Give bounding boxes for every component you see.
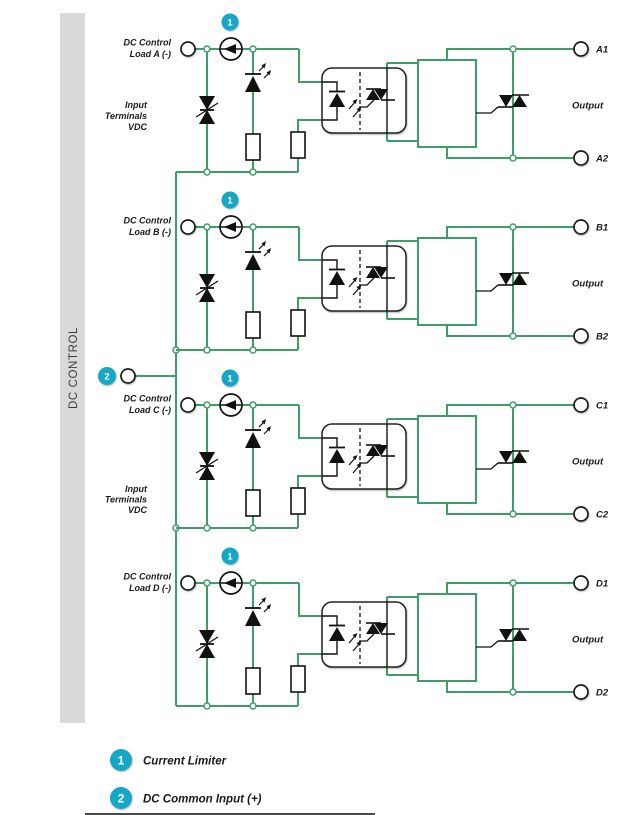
channel-d-load-label-line1: DC Control	[124, 572, 172, 582]
channel-d-badge-number: 1	[227, 551, 233, 562]
input-note-1-line3: VDC	[128, 122, 148, 132]
terminal-label-d2: D2	[596, 688, 609, 699]
common-input-terminal	[120, 368, 136, 384]
channel-c-load-label-line2: Load C (-)	[129, 405, 171, 415]
input-terminals-note-2: Input Terminals VDC	[105, 484, 148, 515]
input-note-2-line3: VDC	[128, 505, 148, 515]
channel-b-output-label: Output	[572, 279, 604, 290]
terminal-label-d1: D1	[596, 579, 608, 590]
channel-c-load-label-line1: DC Control	[124, 394, 172, 404]
sidebar-bar	[60, 13, 85, 723]
channel-c-output-label: Output	[572, 457, 604, 468]
terminal-label-c1: C1	[596, 401, 608, 412]
channel-b: DC Control Load B (-) 1 B1 B2 Output	[124, 192, 609, 354]
input-note-1-line2: Terminals	[105, 111, 147, 121]
legend-badge-2	[110, 787, 132, 809]
common-input-badge	[98, 367, 116, 385]
legend-label-1: Current Limiter	[143, 756, 227, 768]
channel-a-load-label-line1: DC Control	[124, 38, 172, 48]
channel-d-output-label: Output	[572, 635, 604, 646]
channel-b-load-label-line2: Load B (-)	[129, 227, 171, 237]
channel-a-load-label-line2: Load A (-)	[130, 49, 171, 59]
input-note-2-line2: Terminals	[105, 495, 147, 505]
terminal-label-b1: B1	[596, 223, 608, 234]
common-input: 2	[98, 367, 136, 385]
channel-a-badge-number: 1	[227, 17, 233, 28]
terminal-label-a1: A1	[595, 45, 608, 56]
channel-a: DC Control Load A (-) 1 A1 A2 Output	[124, 14, 609, 176]
legend-label-2: DC Common Input (+)	[143, 794, 262, 806]
common-bus-wire	[135, 172, 177, 706]
terminal-label-a2: A2	[595, 154, 609, 165]
channel-d: DC Control Load D (-) 1 D1 D2 Output	[124, 548, 609, 710]
channel-c-badge-number: 1	[227, 373, 233, 384]
channel-b-badge-number: 1	[227, 195, 233, 206]
bottom-edge-strip	[85, 813, 375, 815]
channel-c: DC Control Load C (-) 1 C1 C2 Output	[124, 370, 609, 532]
input-note-2-line1: Input	[125, 484, 148, 494]
legend: 1 Current Limiter 2 DC Common Input (+)	[110, 749, 262, 809]
terminal-label-c2: C2	[596, 510, 609, 521]
legend-badge-1	[110, 749, 132, 771]
channel-b-load-label-line1: DC Control	[124, 216, 172, 226]
legend-badge-2-number: 2	[118, 792, 125, 806]
input-terminals-note-1: Input Terminals VDC	[105, 100, 148, 132]
terminal-label-b2: B2	[596, 332, 609, 343]
legend-badge-1-number: 1	[118, 754, 125, 768]
sidebar-label: DC CONTROL	[68, 327, 80, 409]
input-note-1-line1: Input	[125, 100, 148, 110]
channel-a-output-label: Output	[572, 101, 604, 112]
channel-d-load-label-line2: Load D (-)	[129, 583, 171, 593]
common-input-badge-number: 2	[104, 372, 109, 383]
